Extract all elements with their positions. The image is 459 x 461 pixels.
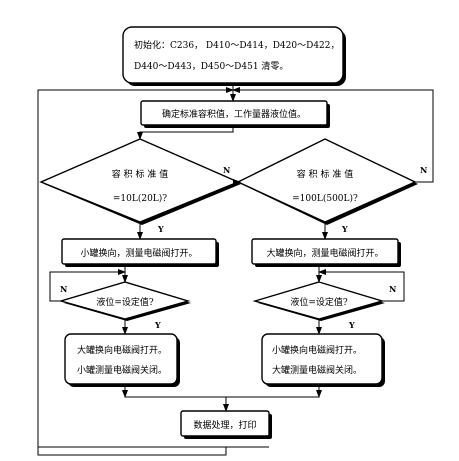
right-open-text: 大罐换向，测量电磁阀打开。 bbox=[266, 247, 383, 259]
process-box: 数据处理，打印 bbox=[180, 410, 272, 439]
left-open-text: 小罐换向，测量电磁阀打开。 bbox=[80, 247, 197, 259]
label-level-left-yes: Y bbox=[154, 320, 161, 330]
determine-box: 确定标准容积值，工作量器液位值。 bbox=[140, 100, 330, 128]
loop-bottom bbox=[37, 447, 227, 456]
decision-left-line2: =10L(20L)? bbox=[113, 193, 167, 204]
right-level-no-loop bbox=[318, 269, 405, 302]
process-text: 数据处理，打印 bbox=[193, 419, 256, 431]
arrow-determine-to-decision bbox=[137, 125, 234, 140]
label-right-no: N bbox=[420, 165, 427, 175]
left-level-no-loop bbox=[49, 269, 126, 302]
label-right-yes: Y bbox=[341, 224, 348, 234]
init-text-line2: D440～D443，D450～D451 清零。 bbox=[134, 60, 288, 72]
level-left-text: 液位=设定值? bbox=[96, 296, 154, 308]
right-open-box: 大罐换向，测量电磁阀打开。 bbox=[251, 238, 401, 267]
left-switch-line2: 小罐测量电磁阀关闭。 bbox=[77, 364, 167, 376]
label-left-no: N bbox=[223, 165, 230, 175]
label-left-yes: Y bbox=[157, 224, 164, 234]
left-switch-line1: 大罐换向电磁阀打开。 bbox=[77, 344, 167, 356]
label-level-right-no: N bbox=[389, 284, 396, 294]
loop-right-rail bbox=[232, 87, 434, 183]
loop-left-rail bbox=[37, 87, 269, 448]
init-box: 初始化：C236， D410～D414，D420～D422， D440～D443… bbox=[122, 26, 346, 86]
left-switch-box: 大罐换向电磁阀打开。 小罐测量电磁阀关闭。 bbox=[64, 333, 180, 387]
label-level-right-yes: Y bbox=[348, 320, 355, 330]
right-switch-line1: 小罐换向电磁阀打开。 bbox=[272, 344, 362, 356]
level-right-text: 液位=设定值? bbox=[290, 296, 348, 308]
level-check-left: 液位=设定值? bbox=[58, 281, 191, 321]
decision-right: 容 积 标 准 值 =100L(500L)? bbox=[236, 138, 418, 225]
left-open-box: 小罐换向，测量电磁阀打开。 bbox=[61, 238, 219, 267]
label-level-left-no: N bbox=[60, 284, 67, 294]
right-switch-line2: 大罐测量电磁阀关闭。 bbox=[272, 364, 362, 376]
level-check-right: 液位=设定值? bbox=[252, 281, 385, 321]
right-switch-box: 小罐换向电磁阀打开。 大罐测量电磁阀关闭。 bbox=[261, 333, 385, 387]
decision-left-line1: 容 积 标 准 值 bbox=[112, 168, 168, 180]
decision-right-line1: 容 积 标 准 值 bbox=[297, 168, 353, 180]
decision-right-line2: =100L(500L)? bbox=[292, 193, 358, 204]
branch-labels: N Y N Y N Y N Y bbox=[60, 165, 427, 330]
determine-text: 确定标准容积值，工作量器液位值。 bbox=[162, 108, 306, 120]
decision-left: 容 积 标 准 值 =10L(20L)? bbox=[39, 138, 241, 225]
connectors bbox=[37, 86, 434, 456]
init-text-line1: 初始化：C236， D410～D414，D420～D422， bbox=[134, 39, 340, 51]
